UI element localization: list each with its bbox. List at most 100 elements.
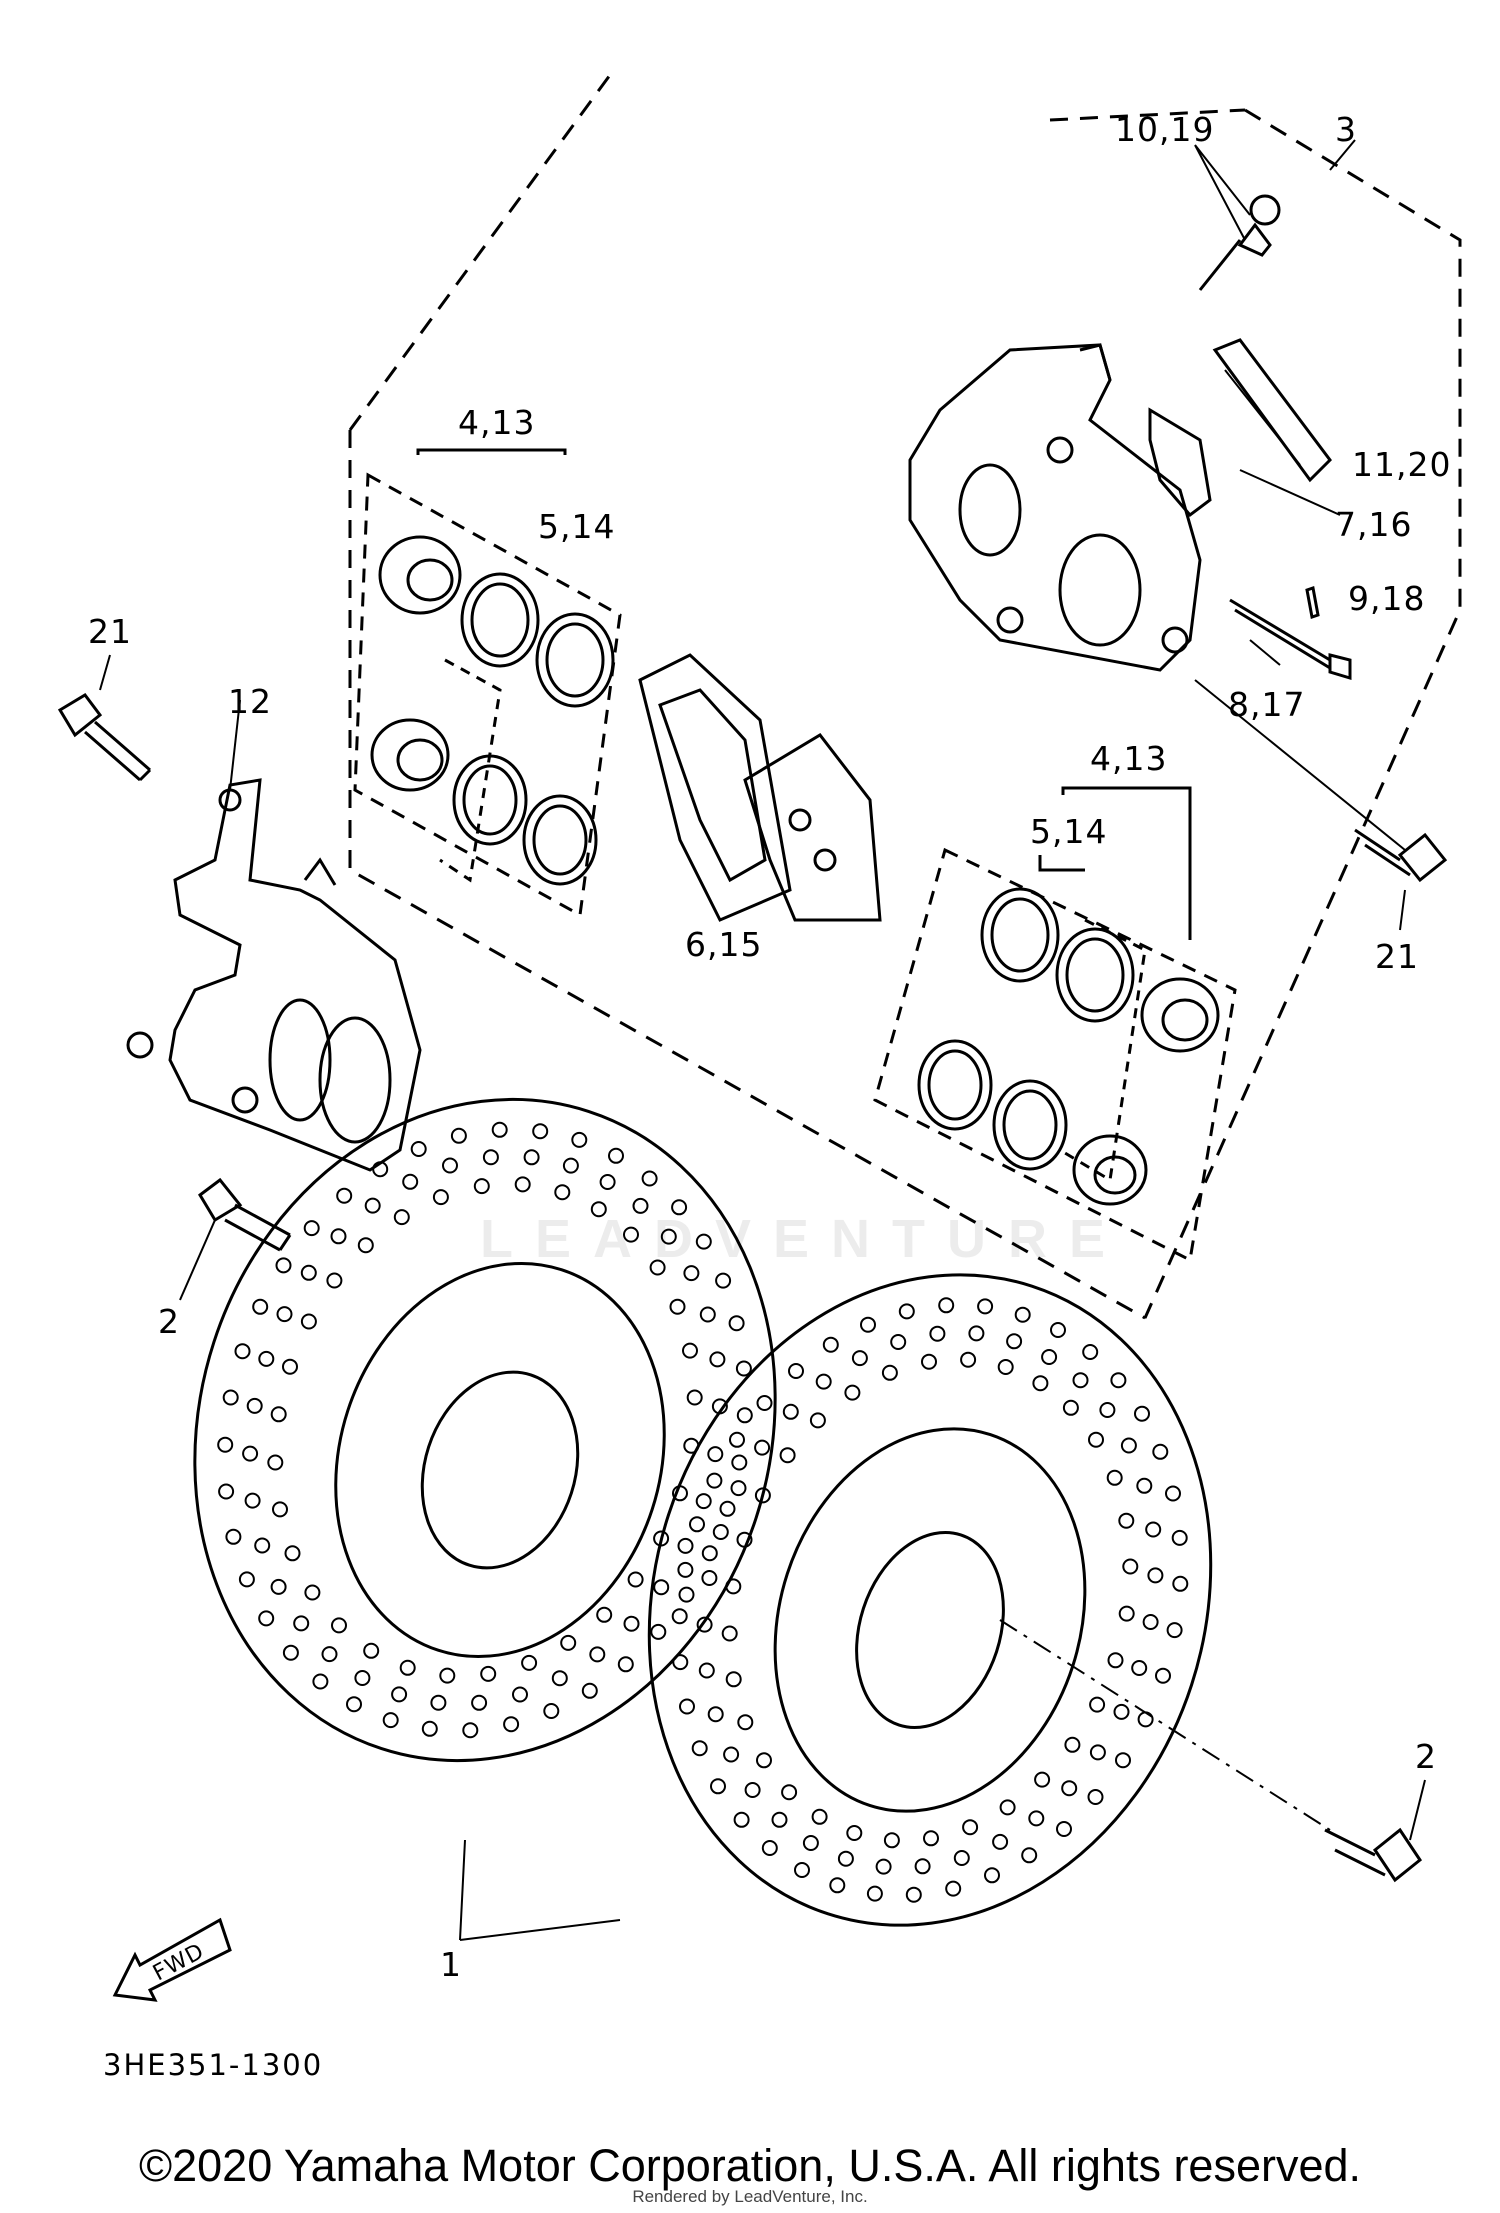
drill-hole-icon (372, 1161, 389, 1178)
bolt-2-right-icon (1324, 1827, 1423, 1883)
bleed-screw-icon (1237, 222, 1272, 257)
drill-hole-icon (1099, 1402, 1116, 1418)
drill-hole-icon (851, 1350, 868, 1367)
drill-hole-icon (282, 1358, 298, 1375)
drill-hole-icon (1134, 1405, 1150, 1422)
drill-hole-icon (1118, 1605, 1135, 1622)
drill-hole-icon (938, 1297, 955, 1314)
brake-pad-icon (743, 733, 882, 922)
drill-hole-icon (672, 1654, 689, 1671)
drill-hole-icon (754, 1487, 771, 1504)
drill-hole-icon (554, 1184, 571, 1201)
seal-icon (460, 572, 540, 668)
caliper-left-icon (168, 778, 422, 1172)
drill-hole-icon (363, 1642, 380, 1659)
drill-hole-icon (321, 1646, 338, 1663)
drill-hole-icon (1115, 1752, 1131, 1769)
drill-hole-icon (683, 1437, 700, 1454)
drill-hole-icon (729, 1431, 745, 1448)
drill-hole-icon (811, 1808, 828, 1825)
drill-hole-icon (276, 1306, 293, 1323)
drill-hole-icon (756, 1752, 772, 1769)
drill-hole-icon (672, 1485, 688, 1502)
drill-hole-icon (756, 1395, 773, 1411)
drill-hole-icon (677, 1561, 694, 1578)
drill-hole-icon (399, 1659, 416, 1676)
drill-hole-icon (300, 1313, 317, 1330)
bracket-5-14-right (1038, 855, 1085, 872)
seal-icon (452, 754, 528, 846)
drill-hole-icon (736, 1407, 753, 1424)
callout-4-13-left: 4,13 (458, 403, 536, 442)
drill-hole-icon (218, 1483, 235, 1500)
drill-hole-icon (686, 1389, 703, 1406)
drill-hole-icon (962, 1819, 979, 1836)
piston-icon (1072, 1134, 1148, 1206)
bolt-21-right-icon (1354, 828, 1448, 883)
seal-kit-left-box (353, 472, 622, 918)
drill-hole-icon (1050, 1322, 1066, 1338)
drill-hole-icon (252, 1298, 269, 1315)
drill-hole-icon (733, 1811, 750, 1828)
drill-hole-icon (336, 1187, 353, 1204)
drill-hole-icon (1006, 1333, 1023, 1350)
drill-hole-icon (815, 1373, 832, 1390)
drill-hole-icon (736, 1531, 753, 1548)
drill-hole-icon (875, 1858, 892, 1875)
drill-hole-icon (391, 1686, 408, 1703)
drill-hole-icon (846, 1825, 863, 1841)
drill-hole-icon (270, 1406, 287, 1423)
seal-icon (992, 1079, 1068, 1171)
drill-hole-icon (442, 1157, 458, 1174)
drill-hole-icon (303, 1220, 320, 1237)
drill-hole-icon (258, 1350, 275, 1367)
drill-hole-icon (590, 1201, 607, 1218)
drill-hole-icon (707, 1706, 724, 1723)
drill-hole-icon (357, 1237, 374, 1254)
drill-hole-icon (860, 1316, 876, 1333)
drill-hole-icon (682, 1342, 698, 1359)
drill-hole-icon (695, 1233, 712, 1250)
drill-hole-icon (627, 1571, 644, 1588)
drill-hole-icon (623, 1226, 639, 1243)
clip-icon (1148, 407, 1212, 518)
drill-hole-icon (788, 1363, 804, 1379)
drill-hole-icon (1131, 1660, 1148, 1676)
drill-hole-icon (721, 1625, 738, 1642)
drill-hole-icon (679, 1698, 695, 1715)
drill-hole-icon (1120, 1437, 1137, 1454)
drill-hole-icon (735, 1360, 752, 1377)
drill-hole-icon (653, 1579, 670, 1596)
drill-hole-icon (782, 1403, 799, 1420)
drill-hole-icon (660, 1228, 677, 1245)
drill-hole-icon (331, 1617, 347, 1634)
drill-hole-icon (653, 1530, 670, 1547)
drill-hole-icon (737, 1714, 754, 1731)
drill-hole-icon (258, 1610, 275, 1627)
callout-1: 1 (440, 1945, 462, 1984)
drill-hole-icon (217, 1436, 234, 1453)
drill-hole-icon (997, 1359, 1014, 1375)
drill-hole-icon (1171, 1529, 1188, 1546)
drill-hole-icon (725, 1578, 742, 1595)
drill-hole-icon (596, 1606, 613, 1623)
drill-hole-icon (560, 1634, 577, 1651)
drill-hole-icon (482, 1149, 499, 1166)
drill-hole-icon (898, 1303, 915, 1320)
drill-hole-icon (1136, 1477, 1153, 1494)
drill-hole-icon (689, 1516, 705, 1533)
drill-hole-icon (999, 1799, 1016, 1816)
watermark: LEADVENTURE (480, 1209, 1128, 1269)
drill-hole-icon (1118, 1512, 1135, 1529)
drill-hole-icon (312, 1673, 329, 1690)
drill-hole-icon (1087, 1789, 1104, 1805)
drill-hole-icon (1034, 1771, 1051, 1788)
drill-hole-icon (945, 1880, 962, 1897)
drill-hole-icon (1172, 1575, 1189, 1592)
callout-7-16: 7,16 (1335, 505, 1413, 544)
drill-hole-icon (491, 1121, 508, 1138)
bracket-4-13-right (1061, 786, 1192, 940)
drill-hole-icon (562, 1157, 579, 1174)
drill-hole-icon (1021, 1847, 1038, 1864)
